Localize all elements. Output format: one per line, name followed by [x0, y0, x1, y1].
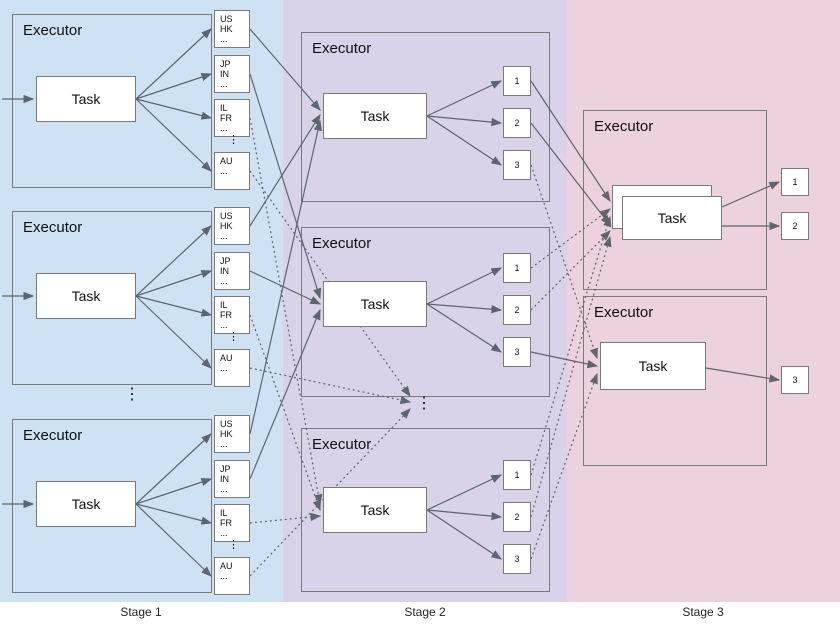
executor-label: Executor — [312, 235, 372, 252]
ellipsis-vertical-icon: ⋮ — [228, 134, 239, 146]
partition-text: ... — [220, 484, 228, 494]
partition-box: 3 — [781, 366, 809, 394]
partition-text: HK — [220, 24, 233, 34]
partition-box: 2 — [503, 502, 531, 532]
task-box: Task — [36, 273, 136, 319]
executor-box: Executor — [12, 14, 212, 188]
partition-text: ... — [220, 276, 228, 286]
partition-box: 2 — [503, 295, 531, 325]
task-box: Task — [36, 76, 136, 122]
partition-box: 2 — [503, 108, 531, 138]
partition-text: JP — [220, 256, 231, 266]
partition-text: IL — [220, 300, 228, 310]
partition-text: ... — [220, 571, 228, 581]
task-box: Task — [323, 281, 427, 327]
partition-text: US — [220, 419, 233, 429]
partition-text: HK — [220, 429, 233, 439]
partition-text: ... — [220, 439, 228, 449]
partition-text: FR — [220, 113, 232, 123]
partition-text: FR — [220, 518, 232, 528]
partition-box: 3 — [503, 544, 531, 574]
partition-text: IN — [220, 266, 229, 276]
partition-box: 3 — [503, 337, 531, 367]
partition-text: AU — [220, 156, 233, 166]
partition-box: 3 — [503, 150, 531, 180]
task-box: Task — [622, 196, 722, 240]
partition-box: 2 — [781, 212, 809, 240]
partition-text: IN — [220, 474, 229, 484]
partition-text: IN — [220, 69, 229, 79]
executor-box: Executor — [12, 419, 212, 593]
partition-text: ... — [220, 79, 228, 89]
stage3-band — [567, 0, 840, 602]
ellipsis-vertical-icon: ⋮ — [416, 395, 432, 412]
partition-text: US — [220, 211, 233, 221]
stage-label-3: Stage 3 — [682, 605, 724, 619]
stage-label-1: Stage 1 — [120, 605, 162, 619]
partition-box: 1 — [503, 66, 531, 96]
task-box: Task — [323, 487, 427, 533]
executor-box: Executor — [12, 211, 212, 385]
partition-text: ... — [220, 363, 228, 373]
partition-text: HK — [220, 221, 233, 231]
partition-box: 1 — [781, 168, 809, 196]
partition-text: FR — [220, 310, 232, 320]
partition-text: IL — [220, 508, 228, 518]
executor-label: Executor — [312, 40, 372, 57]
executor-label: Executor — [594, 118, 654, 135]
partition-text: ... — [220, 123, 228, 133]
partition-text: US — [220, 14, 233, 24]
partition-text: ... — [220, 320, 228, 330]
partition-box: AU... — [214, 152, 250, 190]
executor-label: Executor — [312, 436, 372, 453]
stage-label-2: Stage 2 — [404, 605, 446, 619]
partition-text: ... — [220, 528, 228, 538]
executor-label: Executor — [23, 427, 83, 444]
executor-label: Executor — [594, 304, 654, 321]
partition-box: AU... — [214, 349, 250, 387]
ellipsis-vertical-icon: ⋮ — [228, 539, 239, 551]
partition-text: JP — [220, 464, 231, 474]
partition-text: JP — [220, 59, 231, 69]
partition-box: 1 — [503, 253, 531, 283]
executor-label: Executor — [23, 219, 83, 236]
executor-label: Executor — [23, 22, 83, 39]
task-box: Task — [323, 93, 427, 139]
partition-text: ... — [220, 34, 228, 44]
task-box: Task — [36, 481, 136, 527]
ellipsis-vertical-icon: ⋮ — [124, 386, 140, 403]
partition-box: 1 — [503, 460, 531, 490]
partition-box: AU... — [214, 557, 250, 595]
ellipsis-vertical-icon: ⋮ — [228, 331, 239, 343]
partition-text: ... — [220, 166, 228, 176]
partition-text: ... — [220, 231, 228, 241]
partition-text: AU — [220, 561, 233, 571]
partition-text: AU — [220, 353, 233, 363]
partition-text: IL — [220, 103, 228, 113]
task-box: Task — [600, 342, 706, 390]
